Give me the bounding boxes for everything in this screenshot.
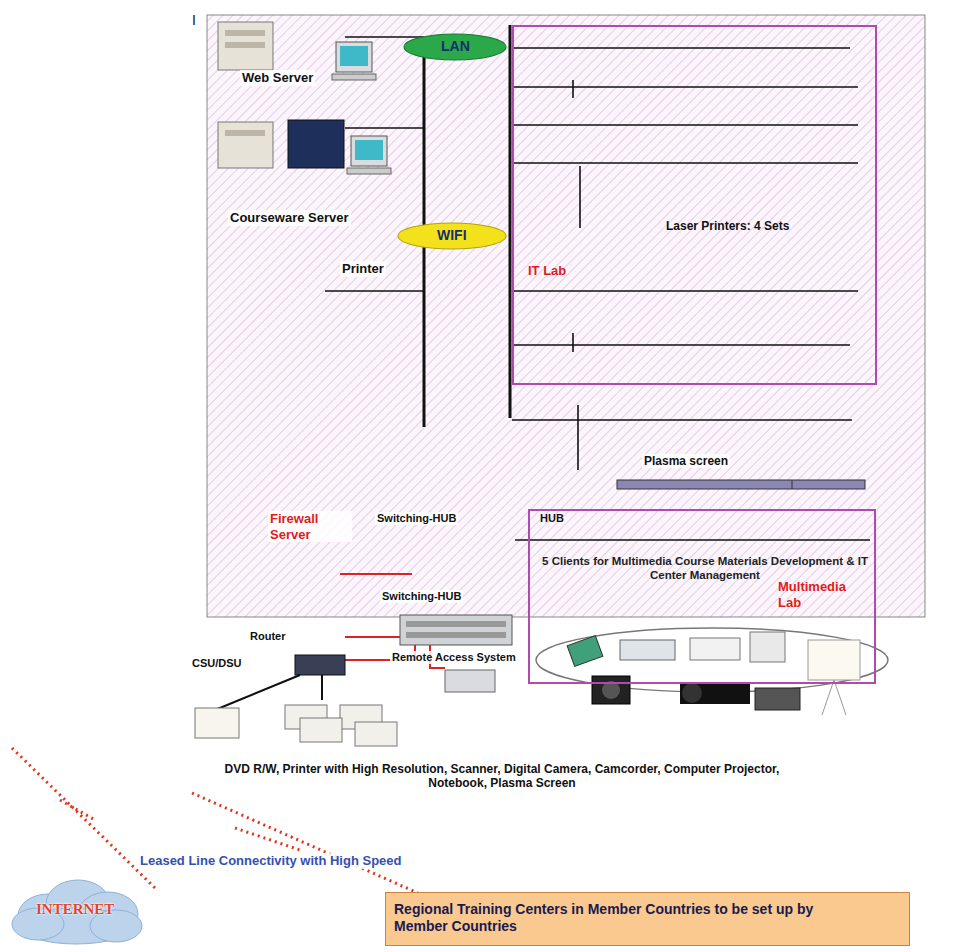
lan-ellipse: LAN [403,33,507,61]
device-label: CSU/DSU [190,657,244,670]
device-label: Router [248,630,287,643]
site-region [207,15,925,617]
internet-cloud: INTERNET [8,872,143,946]
multimedia-equipment [536,628,888,715]
link-label: Leased Line Connectivity with High Speed [138,853,404,869]
device-label: Remote Access System [390,651,518,664]
drop-lines [325,37,870,540]
lan-text: LAN [441,38,470,55]
lab-description: 5 Clients for Multimedia Course Material… [540,555,870,583]
multimedia-lab-box: 5 Clients for Multimedia Course Material… [528,509,876,684]
modem-devices [195,705,397,746]
device-label: Plasma screen [642,454,730,468]
corner-mark: I [190,12,198,29]
cloud-text: INTERNET [36,900,114,918]
device-label: HUB [538,512,566,525]
server-label: Web Server [240,70,315,86]
lab-note: Laser Printers: 4 Sets [666,219,789,233]
plasma-screen [617,480,865,489]
regional-text: Regional Training Centers in Member Coun… [394,901,814,935]
lab-title: Multimedia Lab [778,579,870,610]
regional-box: Regional Training Centers in Member Coun… [385,892,910,946]
wifi-ellipse: WIFI [397,222,507,250]
switching-hub-device [400,615,512,645]
device-label: Switching-HUB [375,512,458,525]
wifi-text: WIFI [437,227,467,244]
equipment-list: DVD R/W, Printer with High Resolution, S… [210,762,794,791]
server-label: Courseware Server [228,210,351,226]
courseware-server-icon [218,120,391,174]
firewall-label: Firewall Server [268,511,352,542]
firewall-line [340,573,412,575]
device-label: Switching-HUB [380,590,463,603]
device-label: Printer [340,261,386,277]
remote-access-device [445,670,495,692]
lab-box: IT Lab Laser Printers: 4 Sets [512,25,877,385]
lab-title: IT Lab [528,263,566,279]
